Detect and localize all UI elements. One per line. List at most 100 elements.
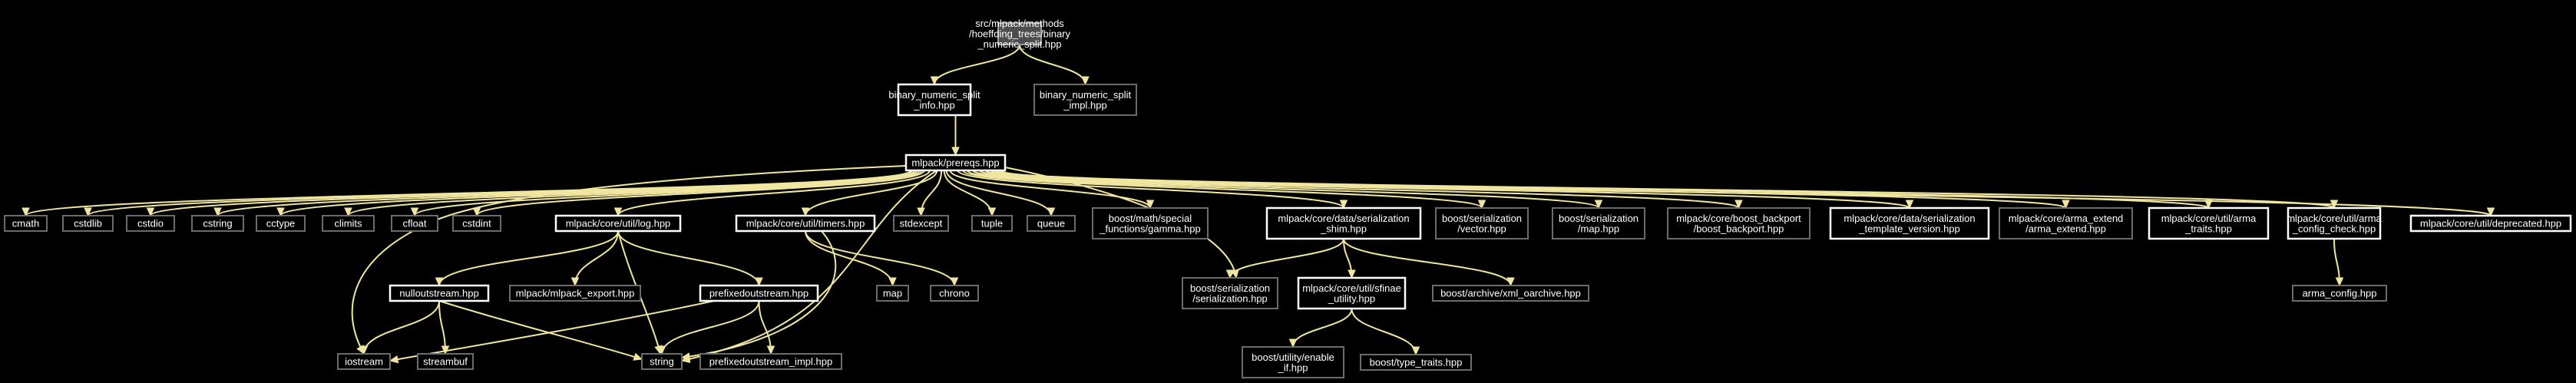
node-box	[1999, 207, 2133, 239]
arrowhead-prereqs-to-armaext	[2062, 200, 2070, 210]
node-cmath: cmath	[4, 215, 48, 232]
edge-nullout-to-iostream	[363, 300, 440, 355]
node-label: boost/math/special	[1109, 213, 1192, 224]
node-armaext: mlpack/core/arma_extend/arma_extend.hpp	[1999, 207, 2133, 239]
node-root[interactable]: src/mlpack/methods/hoeffding_trees/binar…	[969, 18, 1071, 50]
node-label: nulloutstream.hpp	[399, 288, 478, 299]
node-nullout[interactable]: nulloutstream.hpp	[389, 284, 490, 302]
arrowhead-prereqs-to-gamma	[1146, 200, 1155, 210]
node-stv[interactable]: mlpack/core/data/serialization_template_…	[1829, 206, 1990, 240]
node-timers[interactable]: mlpack/core/util/timers.hpp	[735, 214, 876, 233]
arrowhead-prefixed-to-prefimpl	[766, 345, 775, 355]
node-log[interactable]: mlpack/core/util/log.hpp	[554, 214, 682, 233]
edge-prereqs-to-gamma	[949, 170, 1151, 209]
node-armatraits[interactable]: mlpack/core/util/arma_traits.hpp	[2148, 206, 2270, 240]
node-label: mlpack/core/util/arma	[2161, 213, 2257, 224]
arrowhead-prereqs-to-stv	[1905, 200, 1914, 210]
node-info[interactable]: binary_numeric_split_info.hpp	[888, 83, 980, 117]
node-prereqs[interactable]: mlpack/prereqs.hpp	[904, 154, 1007, 172]
arrowhead-prereqs-to-shim	[1339, 200, 1348, 210]
edge-sfinae-to-typetraits	[1351, 308, 1417, 355]
node-box	[1432, 285, 1589, 302]
node-label: binary_numeric_split	[1040, 89, 1132, 101]
node-label: binary_numeric_split	[888, 89, 980, 101]
node-tuple: tuple	[971, 215, 1013, 232]
arrowhead-sfinae-to-typetraits	[1411, 346, 1420, 356]
edge-log-to-nullout	[438, 230, 619, 286]
node-box	[1667, 207, 1810, 239]
arrowhead-shim-to-sfinae	[1348, 269, 1356, 279]
node-shim[interactable]: mlpack/core/data/serialization_shim.hpp	[1265, 206, 1422, 240]
node-label: _numeric_split.hpp	[977, 38, 1061, 50]
edge-prereqs-to-log	[617, 170, 931, 216]
node-streambuf: streambuf	[417, 353, 474, 370]
node-box	[1265, 206, 1422, 240]
arrowhead-info-to-prereqs	[951, 147, 960, 157]
node-cstdio: cstdio	[126, 215, 175, 232]
node-label: stdexcept	[900, 218, 943, 229]
edge-prereqs-to-armacfg	[994, 170, 2335, 209]
node-label: mlpack/core/data/serialization	[1278, 213, 1409, 224]
node-box	[1297, 276, 1407, 310]
node-typetraits: boost/type_traits.hpp	[1360, 354, 1472, 371]
arrowhead-prereqs-to-tuple	[987, 207, 997, 217]
node-label: _template_version.hpp	[1858, 223, 1960, 234]
edge-timers-to-chrono	[805, 230, 955, 286]
node-label: cctype	[266, 218, 296, 229]
node-label: boost/serialization	[1190, 282, 1270, 294]
edge-prereqs-to-iostream	[351, 165, 907, 355]
node-xmlo: boost/archive/xml_oarchive.hpp	[1432, 285, 1589, 302]
arrowhead-prereqs-to-log	[613, 207, 623, 217]
edge-prereqs-to-backport	[972, 170, 1740, 209]
node-cctype: cctype	[256, 215, 306, 232]
arrowhead-timers-to-map	[888, 277, 897, 287]
node-box	[1829, 206, 1990, 240]
node-cstring: cstring	[191, 215, 244, 232]
edge-prereqs-to-queue	[945, 170, 1052, 216]
node-label: streambuf	[423, 356, 468, 368]
node-deprecated[interactable]: mlpack/core/util/deprecated.hpp	[2409, 214, 2572, 233]
arrowhead-shim-to-xmlo	[1506, 277, 1515, 287]
edge-root-to-impl	[1019, 44, 1086, 85]
edge-prereqs-to-cstdint	[476, 170, 925, 216]
node-prefixed[interactable]: prefixedoutstream.hpp	[699, 284, 819, 302]
node-cfloat: cfloat	[391, 215, 438, 232]
node-prefimpl: prefixedoutstream_impl.hpp	[699, 353, 842, 370]
edge-prereqs-to-timers	[805, 170, 938, 216]
node-label: mlpack/prereqs.hpp	[911, 157, 999, 169]
node-map: map	[876, 285, 909, 302]
node-label: boost/serialization	[1559, 213, 1639, 224]
node-box	[1027, 215, 1076, 232]
node-label: mlpack/core/util/sfinae	[1302, 282, 1401, 294]
node-label: tuple	[981, 218, 1003, 229]
node-chrono: chrono	[930, 285, 979, 302]
node-label: _info.hpp	[913, 99, 955, 111]
edge-prereqs-to-tuple	[943, 170, 993, 216]
edge-prereqs-to-deprecated	[1000, 170, 2492, 216]
node-box	[699, 353, 842, 370]
node-label: mlpack/core/util/deprecated.hpp	[2420, 218, 2561, 229]
arrowhead-timers-to-string	[680, 352, 691, 361]
arrowhead-prereqs-to-queue	[1047, 207, 1056, 217]
arrowhead-prereqs-to-stdexcept	[917, 207, 925, 217]
node-box	[1033, 84, 1137, 116]
node-label: cmath	[12, 218, 39, 229]
node-box	[1182, 277, 1278, 309]
arrowhead-prereqs-to-climits	[344, 207, 352, 217]
arrowhead-prefixed-to-iostream	[389, 355, 399, 364]
node-label: prefixedoutstream.hpp	[709, 288, 809, 299]
arrowhead-prereqs-to-backport	[1734, 200, 1743, 210]
node-bvector: boost/serialization/vector.hpp	[1435, 207, 1529, 239]
node-box	[2409, 214, 2572, 233]
edges-layer	[21, 44, 2495, 364]
node-label: iostream	[345, 356, 383, 368]
node-armacfgh: arma_config.hpp	[2292, 285, 2387, 302]
node-label: mlpack/core/arma_extend	[2009, 213, 2124, 224]
node-sfinae[interactable]: mlpack/core/util/sfinae_utility.hpp	[1297, 276, 1407, 310]
node-box	[2148, 206, 2270, 240]
node-label: /vector.hpp	[1457, 223, 1506, 234]
node-armacfg[interactable]: mlpack/core/util/arma_config_check.hpp	[2287, 206, 2383, 240]
arrowhead-log-to-prefixed	[755, 277, 763, 287]
node-climits: climits	[322, 215, 375, 232]
node-label: /serialization.hpp	[1192, 292, 1268, 304]
